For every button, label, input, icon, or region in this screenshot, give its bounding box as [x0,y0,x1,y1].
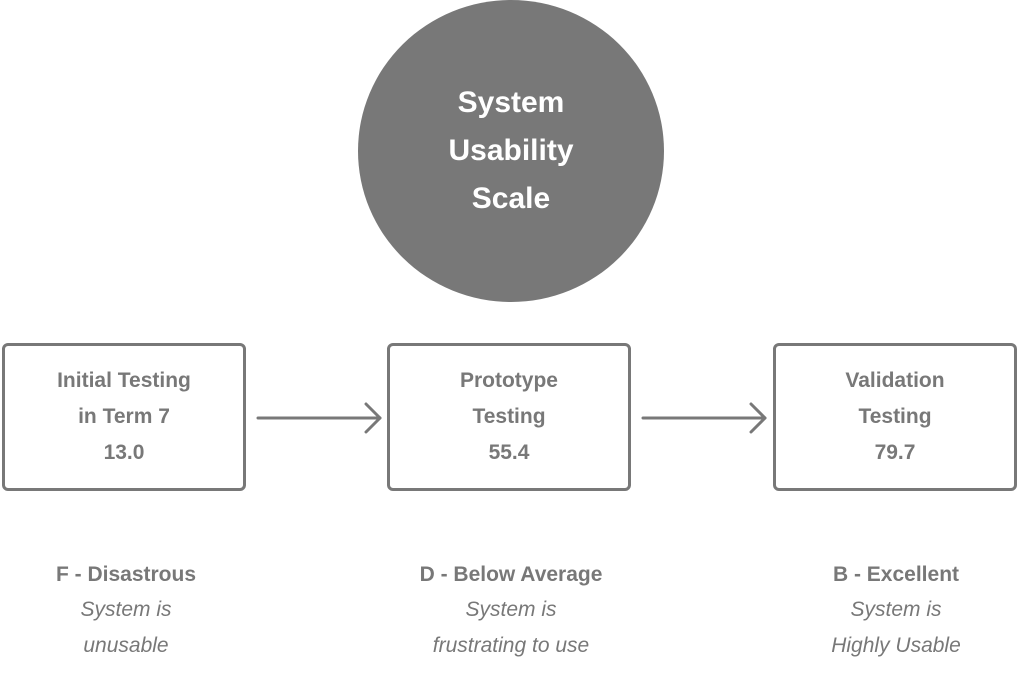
stage-label: Initial Testing [57,369,191,392]
grade-description: Highly Usable [831,634,961,657]
stage-box-prototype-testing: Prototype Testing 55.4 [387,343,631,491]
grade-label: F - Disastrous [55,563,197,586]
stage-label: Testing [858,405,932,428]
grade-description: System is [465,598,557,621]
arrow-right-icon [641,402,767,434]
stage-label: in Term 7 [78,405,170,428]
stage-score: 13.0 [103,441,145,464]
arrow-right-icon [256,402,382,434]
stage-box-validation-testing: Validation Testing 79.7 [773,343,1017,491]
title-circle: System Usability Scale [358,0,664,302]
stage-caption-validation-testing: B - Excellent System is Highly Usable [766,558,1023,664]
grade-description: frustrating to use [432,634,590,657]
grade-description: unusable [83,634,169,657]
stage-box-initial-testing: Initial Testing in Term 7 13.0 [2,343,246,491]
title-line: Usability [448,134,574,167]
grade-description: System is [850,598,942,621]
stage-label: Validation [845,369,945,392]
grade-label: D - Below Average [419,563,603,586]
stage-score: 79.7 [874,441,916,464]
grade-label: B - Excellent [832,563,960,586]
stage-score: 55.4 [488,441,530,464]
title-line: System [457,86,565,119]
stage-caption-initial-testing: F - Disastrous System is unusable [0,558,256,664]
stage-label: Testing [472,405,546,428]
stage-label: Prototype [459,369,558,392]
grade-description: System is [80,598,172,621]
stage-caption-prototype-testing: D - Below Average System is frustrating … [381,558,641,664]
title-line: Scale [471,182,551,215]
